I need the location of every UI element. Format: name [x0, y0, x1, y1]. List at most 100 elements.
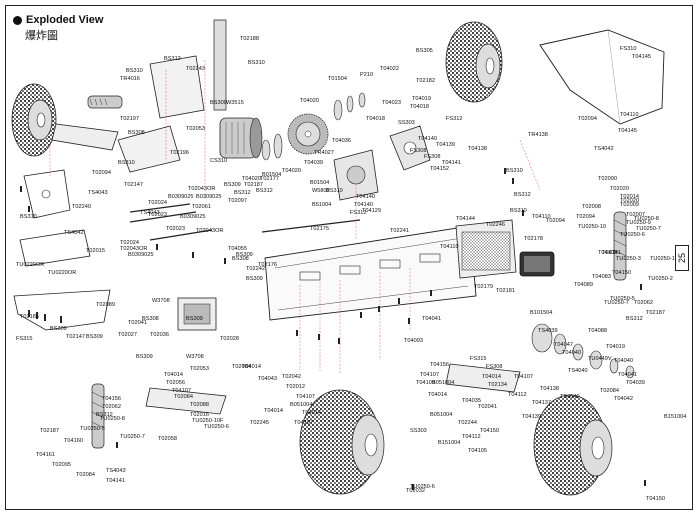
- part-label: T02008: [582, 204, 601, 210]
- part-label: T04156: [430, 362, 449, 368]
- part-label: T01504: [328, 76, 347, 82]
- part-label: BS309: [50, 326, 67, 332]
- part-label: BS310: [510, 208, 527, 214]
- part-label: B051004: [290, 402, 313, 408]
- assembly-guides: [49, 60, 541, 374]
- part-label: TS4040: [568, 368, 588, 374]
- part-label: BS310: [506, 168, 523, 174]
- part-label: T02042: [282, 374, 301, 380]
- page-header: Exploded View 爆炸圖: [13, 14, 103, 43]
- part-label: T04161: [36, 452, 55, 458]
- front-bumper: [13, 289, 111, 331]
- part-label: T04043: [258, 376, 277, 382]
- title-row: Exploded View: [13, 14, 103, 26]
- part-label: FS312: [350, 210, 367, 216]
- part-label: T04145: [632, 54, 651, 60]
- part-label: T02061: [192, 204, 211, 210]
- part-label: W3515: [226, 100, 244, 106]
- part-label: FS315: [470, 356, 487, 362]
- part-label: T02058: [158, 436, 177, 442]
- part-label: T02041: [128, 320, 147, 326]
- part-label: T04014: [302, 410, 321, 416]
- part-label: T04160: [64, 438, 83, 444]
- part-label: T04047: [554, 342, 573, 348]
- part-label: BS310: [126, 68, 143, 74]
- part-label: W3708: [186, 354, 204, 360]
- part-label: TR4027: [314, 150, 334, 156]
- part-label: TR4138: [528, 132, 548, 138]
- part-label: TU0449V: [588, 356, 612, 362]
- part-label: B0309025: [128, 252, 154, 258]
- part-label: B0309025: [180, 214, 206, 220]
- part-label: FS308: [486, 364, 503, 370]
- part-label: BS310: [326, 188, 343, 194]
- part-label: T02084: [232, 364, 251, 370]
- rear-shock-right: [613, 211, 627, 281]
- part-label: T04110: [620, 112, 639, 118]
- part-label: T02246: [486, 222, 505, 228]
- part-label: B151004: [664, 414, 687, 420]
- part-label: T04150: [612, 270, 631, 276]
- part-label: T02043OR: [196, 228, 224, 234]
- part-label: TU0250-6: [410, 484, 435, 490]
- part-label: T02012: [286, 384, 305, 390]
- part-label: T04018: [410, 104, 429, 110]
- part-label: T02245: [250, 420, 269, 426]
- part-label: T04040: [614, 358, 633, 364]
- tire-bottom-right: [533, 394, 613, 496]
- screws: [20, 168, 646, 490]
- part-label: W3708: [152, 298, 170, 304]
- part-label: T02043OR: [188, 186, 216, 192]
- part-label: T02024: [148, 200, 167, 206]
- part-label: TS4040: [560, 394, 580, 400]
- part-label: T02147: [66, 334, 85, 340]
- part-label: BS309: [236, 252, 253, 258]
- part-label: T02177: [260, 176, 279, 182]
- part-label: T04141: [602, 250, 621, 256]
- part-label: T02062: [634, 300, 653, 306]
- part-label: TU0250-6: [620, 232, 645, 238]
- part-label: T04112: [508, 392, 527, 398]
- part-label: T04105: [468, 448, 487, 454]
- part-label: T02179: [474, 284, 493, 290]
- part-label: T02097: [228, 198, 247, 204]
- part-label: T02009: [620, 202, 639, 208]
- part-label: BS309: [186, 316, 203, 322]
- part-label: T02181: [496, 288, 515, 294]
- part-label: T02094: [92, 170, 111, 176]
- part-label: TS4043: [140, 210, 160, 216]
- part-label: T04140: [354, 202, 373, 208]
- part-label: TU0250-2: [648, 276, 673, 282]
- part-label: T02197: [120, 116, 139, 122]
- part-label: T02094: [578, 116, 597, 122]
- part-label: T04018: [366, 116, 385, 122]
- part-label: T02036: [150, 332, 169, 338]
- part-label: T02015: [86, 248, 105, 254]
- part-label: T02094: [576, 214, 595, 220]
- part-label: B051004: [432, 380, 455, 386]
- part-label: T04144: [456, 216, 475, 222]
- part-label: T04023: [382, 100, 401, 106]
- part-label: BS312: [514, 192, 531, 198]
- part-label: B151004: [438, 440, 461, 446]
- part-label: T04138: [540, 386, 559, 392]
- servo-assembly: [177, 297, 217, 331]
- part-label: T04088: [588, 328, 607, 334]
- bullet-dot-icon: [13, 15, 22, 25]
- part-label: T02007: [626, 212, 645, 218]
- part-label: TR4016: [120, 76, 140, 82]
- part-label: T04145: [618, 128, 637, 134]
- speed-controller: [519, 251, 555, 277]
- rear-gearbox: [333, 149, 379, 201]
- part-label: T02240: [72, 204, 91, 210]
- page-title: Exploded View: [26, 14, 104, 26]
- part-label: TU0250-9: [626, 220, 651, 226]
- part-label: T04156: [102, 396, 121, 402]
- part-label: BS310: [248, 60, 265, 66]
- front-lower-arm: [51, 123, 119, 151]
- spur-gear: [287, 113, 329, 155]
- part-label: T02243: [186, 66, 205, 72]
- part-label: T04150: [480, 428, 499, 434]
- part-label: T04109: [416, 380, 435, 386]
